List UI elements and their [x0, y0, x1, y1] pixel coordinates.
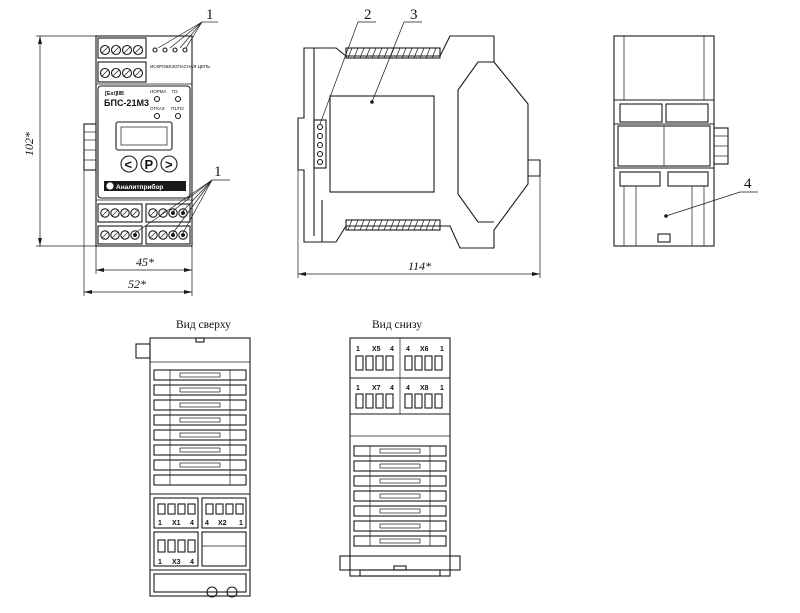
- bottom-view: Вид снизу 1 X5 4 4 X6 1 1 X7 4: [339, 319, 461, 577]
- manufacturer-logo: [105, 181, 115, 191]
- dim-inner-width: 45*: [95, 246, 193, 274]
- display-screen: [120, 126, 168, 146]
- button-left-label: <: [125, 157, 133, 172]
- display-window: [115, 121, 173, 151]
- led-fault: [153, 112, 161, 120]
- dim-outer-width-label: 52*: [128, 277, 146, 291]
- led-label-p2: П2: [172, 89, 178, 94]
- svg-text:4: 4: [406, 385, 410, 392]
- top-view-title: Вид сверху: [176, 319, 231, 331]
- front-bottom-terminal-row-1a: [97, 203, 143, 223]
- side-top-vents: [345, 47, 441, 59]
- front-view: ИСКРОБЕЗОПАСНАЯ ЦЕПЬ [Exi]IIB БПС-21М3 Н…: [22, 7, 230, 296]
- connector-x1: 1 X1 4: [153, 497, 199, 529]
- connector-x3: 1 X3 4: [153, 531, 199, 567]
- button-p: [140, 155, 158, 173]
- svg-text:X8: X8: [420, 385, 429, 392]
- front-panel: [97, 85, 191, 199]
- callout-2: 2: [319, 7, 376, 125]
- connector-x7: 1 X7 4: [355, 385, 394, 409]
- circuit-label: ИСКРОБЕЗОПАСНАЯ ЦЕПЬ: [150, 64, 210, 69]
- led-p2: [174, 95, 182, 103]
- brand-strip: [104, 181, 186, 191]
- svg-text:X1: X1: [172, 520, 181, 527]
- bottom-screws-1: [100, 208, 188, 218]
- callout-1-top: 1: [157, 7, 218, 49]
- led-label-fault: ОТКАЗ: [150, 106, 165, 111]
- front-bottom-terminal-row-2b: [145, 225, 191, 245]
- connector-x6: 4 X6 1: [404, 346, 444, 371]
- connector-x5: 1 X5 4: [355, 346, 394, 371]
- front-top-leds: [152, 47, 188, 53]
- svg-text:1: 1: [356, 346, 360, 353]
- dim-length-label: 114*: [408, 259, 431, 273]
- bottom-view-vents: [353, 445, 447, 547]
- model-name: БПС-21М3: [104, 98, 149, 108]
- svg-text:1: 1: [440, 346, 444, 353]
- connector-x2: 4 X2 1: [201, 497, 247, 529]
- callout-3: 3: [370, 7, 422, 104]
- top-view-blank-slot: [201, 531, 247, 567]
- svg-text:1: 1: [239, 520, 243, 527]
- svg-text:1: 1: [158, 559, 162, 566]
- front-top-terminal-row-1: [97, 37, 147, 59]
- front-top-terminal-row-2: [97, 61, 147, 83]
- svg-text:4: 4: [390, 346, 394, 353]
- front-bottom-terminal-row-2a: [97, 225, 143, 245]
- callout-1-bottom-label: 1: [214, 164, 222, 180]
- rear-view: 4: [613, 35, 758, 247]
- dim-length: 114*: [297, 170, 541, 278]
- dim-height: 102*: [22, 35, 96, 247]
- svg-text:X2: X2: [218, 520, 227, 527]
- callout-1-bottom: 1: [134, 164, 230, 234]
- svg-text:X6: X6: [420, 346, 429, 353]
- dim-height-label: 102*: [22, 132, 36, 156]
- dim-inner-width-label: 45*: [136, 255, 154, 269]
- callout-2-label: 2: [364, 7, 372, 23]
- bottom-screws-2: [100, 230, 188, 240]
- led-norma: [153, 95, 161, 103]
- callout-3-label: 3: [410, 7, 418, 23]
- dim-outer-width: 52*: [83, 170, 193, 296]
- svg-text:1: 1: [158, 520, 162, 527]
- top-view-vents: [153, 369, 247, 486]
- callout-4: 4: [664, 176, 758, 218]
- side-body-outline: [297, 35, 529, 249]
- callout-4-label: 4: [744, 176, 752, 192]
- button-right: [160, 155, 178, 173]
- side-bottom-vents: [345, 219, 441, 231]
- bottom-view-din-clip: [339, 555, 461, 571]
- top-screws-1: [99, 44, 144, 56]
- top-screws-2: [99, 67, 144, 79]
- top-view: Вид сверху: [135, 319, 251, 598]
- svg-text:4: 4: [205, 520, 209, 527]
- button-left: [120, 155, 138, 173]
- button-right-label: >: [165, 157, 173, 172]
- side-view: 2 3 114*: [297, 7, 541, 278]
- svg-text:X7: X7: [372, 385, 381, 392]
- callout-1-top-label: 1: [206, 7, 214, 23]
- svg-text:4: 4: [406, 346, 410, 353]
- svg-text:1: 1: [440, 385, 444, 392]
- svg-text:1: 1: [356, 385, 360, 392]
- connector-x8: 4 X8 1: [404, 385, 444, 409]
- svg-text:X5: X5: [372, 346, 381, 353]
- front-din-clip: [83, 123, 97, 171]
- button-p-label: P: [145, 157, 154, 172]
- front-bottom-terminal-row-1b: [145, 203, 191, 223]
- svg-text:4: 4: [190, 559, 194, 566]
- side-label-plate: [329, 95, 435, 193]
- svg-text:X3: X3: [172, 559, 181, 566]
- led-label-norma: НОРМА: [150, 89, 166, 94]
- side-connector: [313, 119, 327, 169]
- bottom-view-title: Вид снизу: [372, 319, 422, 331]
- manufacturer-name: Аналитприбор: [116, 183, 163, 191]
- svg-text:4: 4: [190, 520, 194, 527]
- svg-text:4: 4: [390, 385, 394, 392]
- led-label-p1p2: П1/П2: [171, 106, 184, 111]
- led-p1p2: [174, 112, 182, 120]
- ex-marking: [Exi]IIB: [105, 91, 124, 97]
